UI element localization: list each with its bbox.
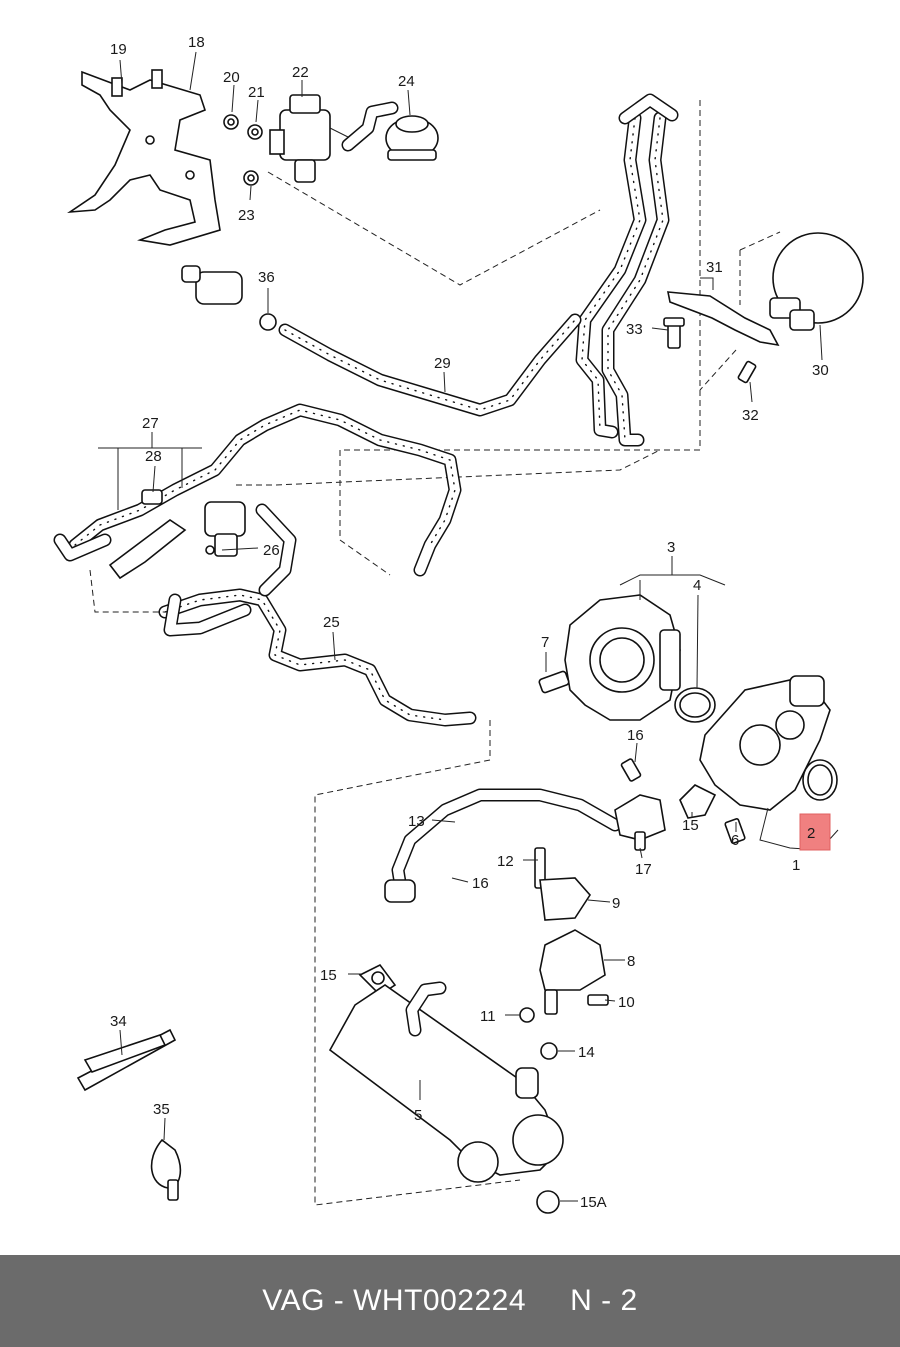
hose-29	[278, 313, 582, 417]
callout-18: 18	[188, 34, 205, 51]
callout-15A: 15A	[580, 1194, 607, 1211]
callout-34: 34	[110, 1013, 127, 1030]
callout-2: 2	[807, 825, 815, 842]
bracket-assembly	[67, 69, 221, 246]
callout-4: 4	[693, 577, 701, 594]
callout-23: 23	[238, 207, 255, 224]
callout-15b: 15	[320, 967, 337, 984]
callout-22: 22	[292, 64, 309, 81]
highlight-box	[799, 813, 831, 851]
valve-26	[204, 501, 246, 557]
callout-21: 21	[248, 84, 265, 101]
vacuum-unit-24	[341, 101, 439, 161]
cable-tie-35	[150, 1138, 182, 1201]
callout-19: 19	[110, 41, 127, 58]
footer-text: VAG - WHT002224 N - 2	[262, 1284, 638, 1317]
callout-5: 5	[414, 1107, 422, 1124]
callout-10: 10	[618, 994, 635, 1011]
guide-lines-left	[89, 569, 521, 1206]
leader-lines	[98, 51, 839, 1202]
callout-36: 36	[258, 269, 275, 286]
bolts-32-33	[663, 317, 757, 384]
filter-36	[181, 265, 277, 331]
callout-labels: 19 18 20 21 22 24 23 36 31 33 30 32 29 2…	[110, 34, 829, 1211]
callout-9: 9	[612, 895, 620, 912]
nut-parts	[223, 114, 263, 186]
callout-32: 32	[742, 407, 759, 424]
callout-11: 11	[480, 1008, 496, 1025]
reservoir-30	[769, 232, 864, 331]
callout-13: 13	[408, 813, 425, 830]
callout-14: 14	[578, 1044, 595, 1061]
callout-17: 17	[635, 861, 652, 878]
callout-26: 26	[263, 542, 280, 559]
pipe-13	[384, 758, 717, 903]
callout-1: 1	[792, 857, 800, 874]
callout-15a: 15	[682, 817, 699, 834]
callout-6: 6	[731, 832, 739, 849]
callout-31: 31	[706, 259, 723, 276]
egr-cooler-5	[328, 963, 564, 1214]
callout-33: 33	[626, 321, 643, 338]
throttle-body-3	[538, 594, 681, 721]
callout-27: 27	[142, 415, 159, 432]
callout-16a: 16	[627, 727, 644, 744]
parts-diagram: 19 18 20 21 22 24 23 36 31 33 30 32 29 2…	[53, 34, 864, 1214]
gasket-4	[674, 687, 716, 723]
callout-20: 20	[223, 69, 240, 86]
bracket-8-9	[519, 847, 609, 1023]
callout-30: 30	[812, 362, 829, 379]
gasket-2	[802, 759, 838, 801]
callout-25: 25	[323, 614, 340, 631]
callout-35: 35	[153, 1101, 170, 1118]
callout-8: 8	[627, 953, 635, 970]
callout-28: 28	[145, 448, 162, 465]
callout-3: 3	[667, 539, 675, 556]
callout-12: 12	[497, 853, 514, 870]
hose-25	[158, 503, 477, 727]
part-number-footer: VAG - WHT002224 N - 2	[0, 1255, 900, 1347]
clip-34	[76, 1028, 177, 1092]
hose-upper-right	[575, 93, 679, 447]
callout-24: 24	[398, 73, 415, 90]
bracket-31	[667, 291, 780, 347]
callout-16b: 16	[472, 875, 489, 892]
housing-1	[699, 675, 831, 844]
guide-lines-top	[236, 100, 781, 576]
callout-7: 7	[541, 634, 549, 651]
valve-22	[269, 94, 351, 183]
callout-29: 29	[434, 355, 451, 372]
hose-27-assembly	[53, 403, 462, 580]
